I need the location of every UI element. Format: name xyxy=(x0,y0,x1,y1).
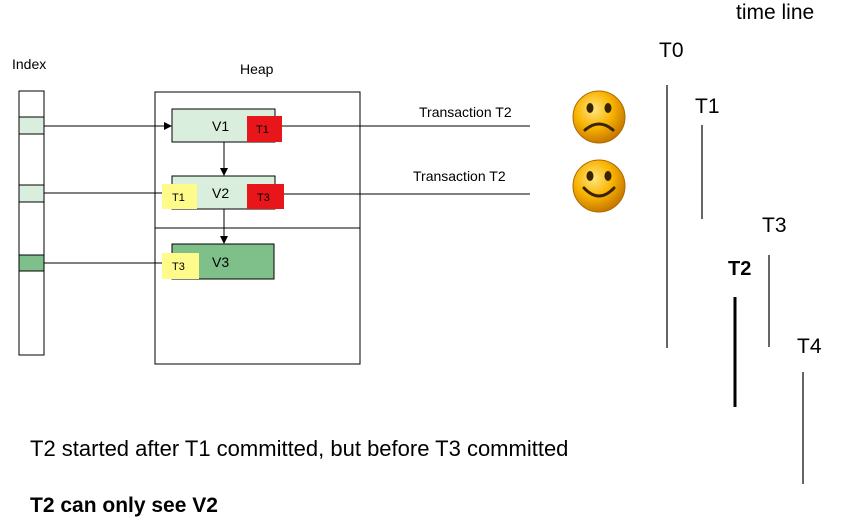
version-v2: T1 V2 T3 xyxy=(162,175,284,210)
index-entry-v1 xyxy=(18,116,45,135)
version-v2-name: V2 xyxy=(212,185,229,201)
transaction-label-top: Transaction T2 xyxy=(419,104,512,120)
index-label: Index xyxy=(12,56,46,72)
version-v3: T3 V3 xyxy=(162,243,275,280)
heap-label: Heap xyxy=(240,61,274,77)
v3-xmin-label: T3 xyxy=(172,261,185,273)
happy-face-icon xyxy=(572,159,626,213)
timeline-t3-label: T3 xyxy=(762,214,787,237)
index-entry-v2 xyxy=(18,184,45,203)
v2-xmax-tag xyxy=(247,184,284,209)
v1-xmax-tag xyxy=(247,116,282,142)
v3-xmin-tag xyxy=(162,253,199,279)
index-column xyxy=(18,90,45,356)
timeline-t0-label: T0 xyxy=(659,39,684,62)
time-line-label: time line xyxy=(736,1,814,24)
conclusion-text: T2 can only see V2 xyxy=(30,494,218,517)
index-entry-v3 xyxy=(18,254,45,272)
sad-face-icon xyxy=(572,90,626,144)
timeline-t4-label: T4 xyxy=(797,335,822,358)
v2-xmin-label: T1 xyxy=(172,192,185,204)
caption-text: T2 started after T1 committed, but befor… xyxy=(30,436,568,461)
v2-xmax-label: T3 xyxy=(257,192,270,204)
transaction-label-bottom: Transaction T2 xyxy=(413,168,506,184)
timeline-t2-label: T2 xyxy=(728,258,751,280)
timeline: T0 T1 T3 T2 T4 xyxy=(659,39,822,484)
version-v1: V1 T1 xyxy=(171,108,282,143)
timeline-t1-label: T1 xyxy=(695,95,720,118)
v2-xmin-tag xyxy=(162,184,197,209)
v1-xmax-label: T1 xyxy=(256,124,269,136)
version-v3-name: V3 xyxy=(212,254,229,270)
version-v1-name: V1 xyxy=(212,118,229,134)
